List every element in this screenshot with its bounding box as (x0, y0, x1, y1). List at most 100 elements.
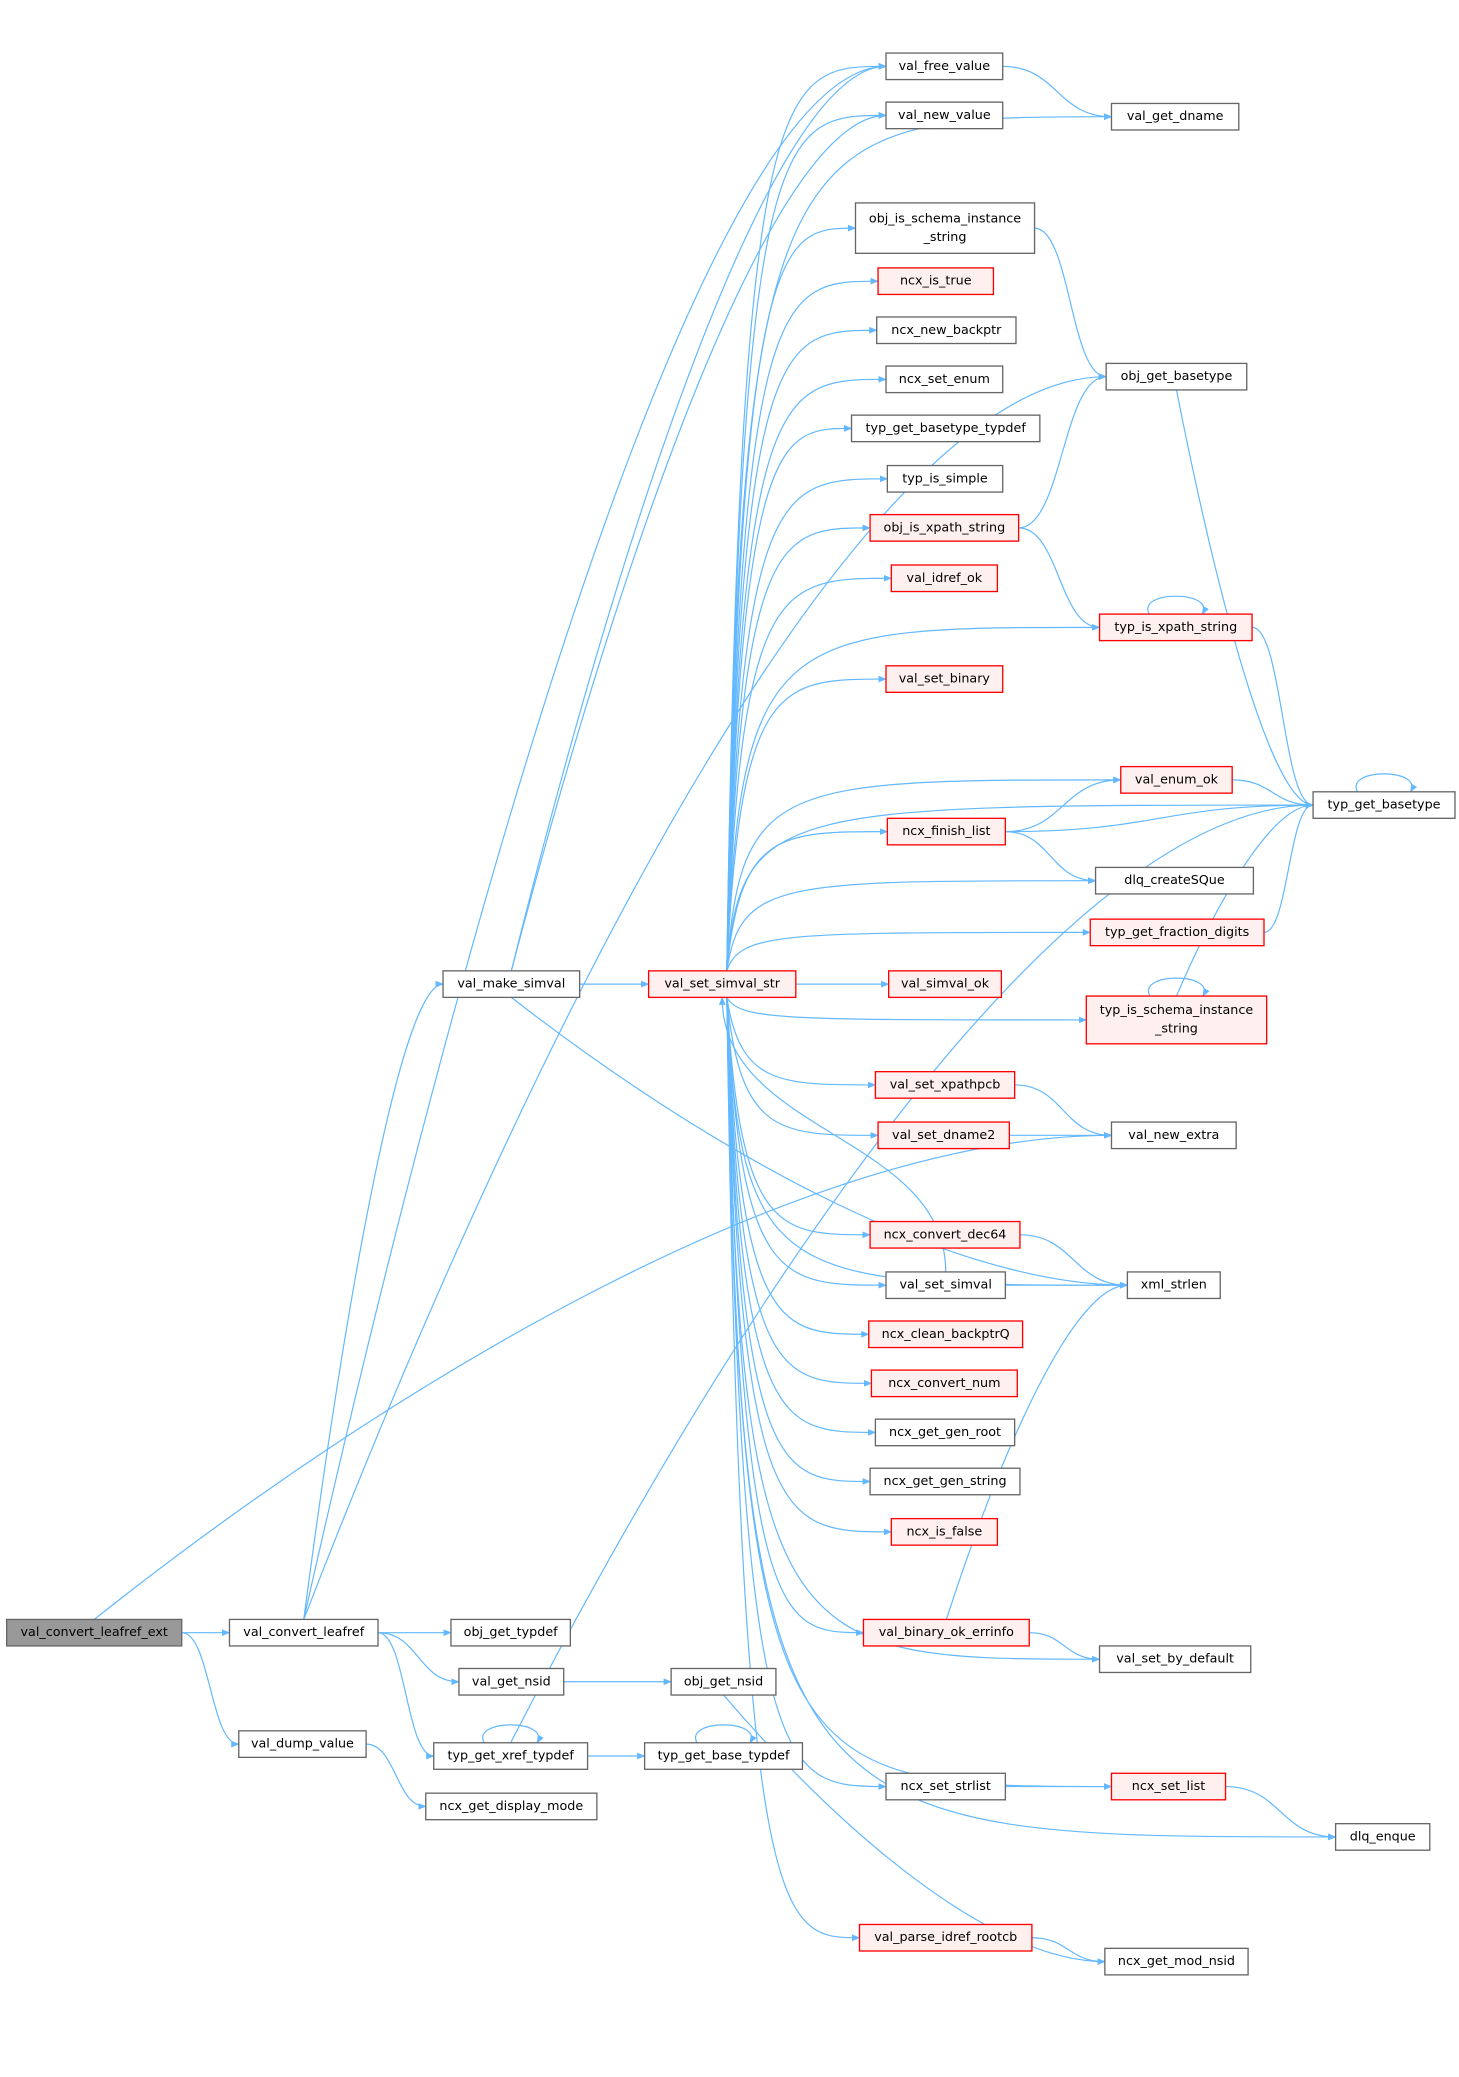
node-box (670, 1667, 777, 1696)
node-label: ncx_finish_list (902, 824, 990, 839)
node-ncx_convert_dec64[interactable]: ncx_convert_dec64 (869, 1220, 1021, 1249)
node-typ_get_xref_typdef[interactable]: typ_get_xref_typdef (433, 1742, 589, 1770)
node-box (1110, 1121, 1237, 1150)
edge-val_enum_ok-to-typ_get_basetype (1232, 779, 1314, 809)
edge-val_set_simval_str-to-ncx_finish_list (726, 828, 889, 971)
edge-val_set_simval_str-to-typ_get_fraction_digits (726, 929, 1092, 972)
node-typ_is_simple[interactable]: typ_is_simple (886, 464, 1004, 493)
node-val_binary_ok_errinfo[interactable]: val_binary_ok_errinfo (862, 1618, 1030, 1647)
node-label: obj_get_nsid (684, 1674, 763, 1689)
node-label: val_get_dname (1127, 109, 1224, 124)
node-typ_get_basetype_typdef[interactable]: typ_get_basetype_typdef (850, 414, 1041, 443)
node-box (850, 414, 1041, 443)
edge-val_set_simval_str-to-ncx_get_gen_root (726, 997, 877, 1436)
node-dlq_enque[interactable]: dlq_enque (1334, 1823, 1431, 1851)
node-box (1098, 1645, 1252, 1674)
node-val_set_dname2[interactable]: val_set_dname2 (877, 1121, 1011, 1150)
node-val_set_by_default[interactable]: val_set_by_default (1098, 1645, 1252, 1674)
edge-val_set_simval_str-to-typ_get_basetype_typdef (726, 425, 853, 971)
edge-val_make_simval-to-val_new_value (510, 112, 887, 972)
node-box (868, 1320, 1024, 1349)
node-ncx_get_gen_root[interactable]: ncx_get_gen_root (874, 1418, 1016, 1447)
node-label: val_dump_value (251, 1737, 354, 1752)
node-ncx_get_mod_nsid[interactable]: ncx_get_mod_nsid (1104, 1947, 1249, 1976)
node-box (5, 1618, 183, 1647)
node-label: ncx_get_display_mode (439, 1799, 583, 1814)
node-val_get_nsid[interactable]: val_get_nsid (458, 1667, 565, 1696)
node-label: val_set_simval_str (664, 977, 780, 992)
node-xml_strlen[interactable]: xml_strlen (1126, 1271, 1221, 1300)
node-val_new_value[interactable]: val_new_value (885, 101, 1004, 130)
node-val_get_dname[interactable]: val_get_dname (1110, 102, 1240, 131)
node-ncx_finish_list[interactable]: ncx_finish_list (886, 817, 1007, 846)
node-ncx_set_list[interactable]: ncx_set_list (1110, 1772, 1227, 1801)
node-label: val_parse_idref_rootcb (874, 1930, 1017, 1945)
node-val_free_value[interactable]: val_free_value (885, 52, 1004, 81)
edge-val_parse_idref_rootcb-to-ncx_get_mod_nsid (1031, 1937, 1106, 1965)
edge-val_convert_leafref-to-val_free_value (303, 63, 887, 1620)
edge-val_set_simval_str-to-ncx_new_backptr (726, 326, 878, 971)
node-box (887, 970, 1003, 999)
node-box (890, 1517, 999, 1546)
node-val_set_simval[interactable]: val_set_simval (885, 1271, 1007, 1300)
edge-typ_is_schema_instance_string-to-typ_is_schema_instance_string (1147, 977, 1210, 997)
node-val_set_binary[interactable]: val_set_binary (885, 665, 1004, 693)
node-box (1120, 765, 1233, 794)
node-val_idref_ok[interactable]: val_idref_ok (890, 564, 999, 593)
node-val_set_simval_str[interactable]: val_set_simval_str (647, 970, 797, 999)
edge-val_binary_ok_errinfo-to-val_set_by_default (1029, 1632, 1101, 1663)
node-ncx_get_gen_string[interactable]: ncx_get_gen_string (869, 1467, 1021, 1496)
node-ncx_set_enum[interactable]: ncx_set_enum (885, 365, 1004, 394)
node-label: typ_get_basetype (1328, 798, 1441, 813)
node-obj_is_xpath_string[interactable]: obj_is_xpath_string (869, 513, 1020, 542)
node-val_simval_ok[interactable]: val_simval_ok (887, 970, 1003, 999)
node-val_dump_value[interactable]: val_dump_value (238, 1730, 367, 1759)
node-ncx_clean_backptrQ[interactable]: ncx_clean_backptrQ (868, 1320, 1024, 1349)
node-dlq_createSQue[interactable]: dlq_createSQue (1094, 866, 1255, 895)
node-label: dlq_enque (1350, 1829, 1416, 1844)
edge-typ_is_xpath_string-to-typ_is_xpath_string (1147, 595, 1209, 615)
node-val_set_xpathpcb[interactable]: val_set_xpathpcb (874, 1070, 1016, 1099)
node-obj_get_basetype[interactable]: obj_get_basetype (1105, 362, 1248, 391)
node-typ_get_basetype[interactable]: typ_get_basetype (1312, 791, 1456, 819)
node-ncx_is_false[interactable]: ncx_is_false (890, 1517, 999, 1546)
node-label: xml_strlen (1141, 1278, 1207, 1293)
node-label: obj_is_schema_instance (869, 211, 1021, 226)
node-ncx_new_backptr[interactable]: ncx_new_backptr (876, 316, 1017, 345)
node-box (433, 1742, 589, 1770)
node-obj_get_typdef[interactable]: obj_get_typdef (450, 1618, 572, 1647)
node-obj_get_nsid[interactable]: obj_get_nsid (670, 1667, 777, 1696)
node-label: _string (923, 230, 967, 245)
node-ncx_set_strlist[interactable]: ncx_set_strlist (885, 1772, 1007, 1801)
node-ncx_is_true[interactable]: ncx_is_true (877, 267, 995, 296)
edge-val_set_simval_str-to-ncx_convert_num (726, 997, 873, 1387)
edge-obj_is_schema_instance_string-to-obj_get_basetype (1034, 227, 1108, 380)
edge-ncx_finish_list-to-dlq_createSQue (1005, 830, 1097, 885)
node-label: ncx_new_backptr (891, 323, 1002, 338)
node-box (1334, 1823, 1431, 1851)
node-box (1312, 791, 1456, 819)
edge-val_convert_leafref-to-typ_get_xref_typdef (377, 1632, 435, 1760)
node-val_convert_leafref_ext[interactable]: val_convert_leafref_ext (5, 1618, 183, 1647)
node-typ_is_xpath_string[interactable]: typ_is_xpath_string (1098, 613, 1253, 642)
node-typ_get_fraction_digits[interactable]: typ_get_fraction_digits (1089, 918, 1265, 947)
node-val_parse_idref_rootcb[interactable]: val_parse_idref_rootcb (858, 1923, 1033, 1952)
edge-val_set_simval_str-to-ncx_set_enum (726, 375, 887, 971)
node-val_new_extra[interactable]: val_new_extra (1110, 1121, 1237, 1150)
node-label: typ_get_fraction_digits (1105, 925, 1249, 940)
edge-val_set_simval_str-to-ncx_is_false (726, 997, 893, 1536)
node-obj_is_schema_instance_string[interactable]: obj_is_schema_instance _string (854, 202, 1036, 254)
node-ncx_get_display_mode[interactable]: ncx_get_display_mode (425, 1792, 598, 1821)
node-typ_get_base_typdef[interactable]: typ_get_base_typdef (643, 1742, 804, 1770)
node-box (885, 1271, 1007, 1300)
edge-val_set_simval_str-to-val_set_binary (726, 675, 887, 971)
node-box (885, 365, 1004, 394)
node-typ_is_schema_instance_string[interactable]: typ_is_schema_instance_string (1085, 995, 1268, 1045)
node-val_make_simval[interactable]: val_make_simval (442, 970, 581, 999)
node-val_convert_leafref[interactable]: val_convert_leafref (228, 1618, 379, 1647)
edge-val_binary_ok_errinfo-to-xml_strlen (945, 1281, 1129, 1620)
node-val_enum_ok[interactable]: val_enum_ok (1120, 765, 1233, 794)
edge-val_set_simval_str-to-obj_is_schema_instance_string (726, 224, 857, 971)
node-ncx_convert_num[interactable]: ncx_convert_num (870, 1369, 1018, 1398)
node-box (886, 817, 1007, 846)
